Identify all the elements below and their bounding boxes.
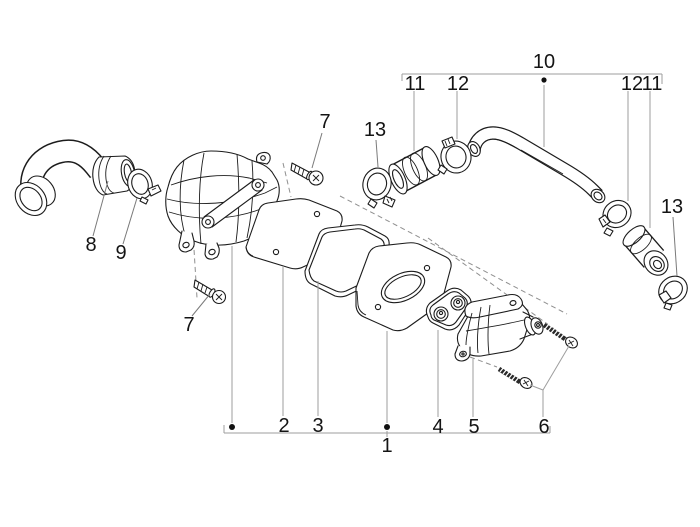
callout-9[interactable]: 9 <box>115 242 127 264</box>
callout-6[interactable]: 6 <box>538 416 550 438</box>
part-air-pipe-icon <box>467 126 606 204</box>
callout-8[interactable]: 8 <box>85 234 97 256</box>
part-tapping-screws-icon <box>497 323 578 389</box>
part-clamp-13-right-icon <box>658 275 688 311</box>
part-clamp-12-right-icon <box>598 199 632 237</box>
callout-leader-lines <box>92 73 678 437</box>
part-machine-screw-bottom-icon <box>193 279 227 305</box>
callout-12-right[interactable]: 12 <box>620 73 644 95</box>
part-valve-gasket-icon <box>425 287 472 331</box>
part-hose-icon <box>14 139 136 217</box>
callout-1[interactable]: 1 <box>381 435 393 457</box>
callout-11-left[interactable]: 11 <box>404 73 426 95</box>
callout-12-left[interactable]: 12 <box>446 73 470 95</box>
part-air-valve-icon <box>454 293 544 362</box>
part-sleeve-left-icon <box>388 146 441 195</box>
callout-11-right[interactable]: 11 <box>641 73 663 95</box>
part-clamp-12-left-icon <box>437 136 472 175</box>
callout-5[interactable]: 5 <box>468 416 480 438</box>
part-machine-screw-top-icon <box>290 162 324 186</box>
callout-7-bottom[interactable]: 7 <box>183 314 195 336</box>
callout-7-top[interactable]: 7 <box>319 111 331 133</box>
callout-2[interactable]: 2 <box>278 415 290 437</box>
part-clamp-icon <box>127 168 162 205</box>
callout-10[interactable]: 10 <box>532 51 556 73</box>
callout-4[interactable]: 4 <box>432 416 444 438</box>
callout-13-right[interactable]: 13 <box>660 196 684 218</box>
part-sleeve-right-icon <box>622 225 669 276</box>
part-clamp-13-left-icon <box>362 167 396 209</box>
callout-3[interactable]: 3 <box>312 415 324 437</box>
callout-13-left[interactable]: 13 <box>363 119 387 141</box>
reference-dot-markers <box>229 77 547 430</box>
